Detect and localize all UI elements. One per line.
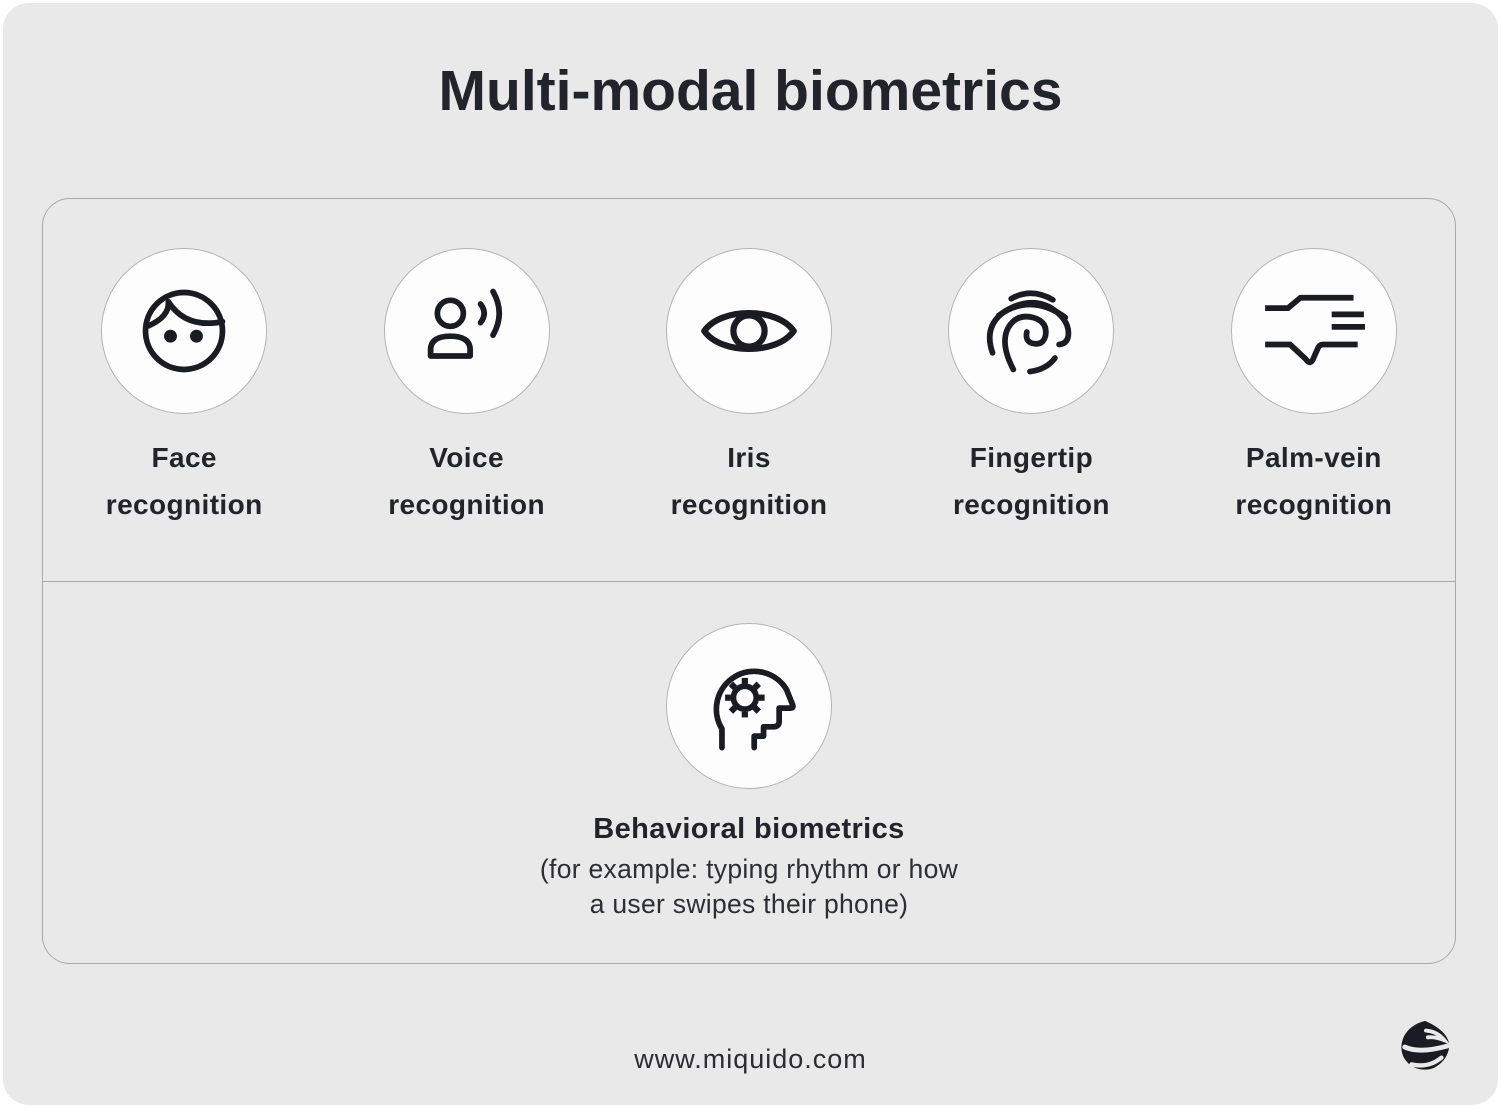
modality-label: Face recognition: [105, 442, 263, 520]
voice-icon-circle: [383, 248, 550, 414]
head-gear-icon: [713, 668, 796, 751]
modality-label: Iris recognition: [670, 442, 828, 520]
fingerprint-icon: [987, 290, 1072, 375]
infographic-background: [3, 3, 1498, 1105]
panel-divider: [43, 581, 1455, 582]
modality-label: Fingertip recognition: [953, 442, 1110, 520]
face-icon-circle: [101, 248, 268, 414]
miquido-logo: [1401, 1020, 1451, 1070]
eye-icon: [701, 310, 797, 352]
behavioral-subtitle: (for example: typing rhythm or how a use…: [539, 854, 959, 919]
head-gear-icon-circle: [666, 623, 832, 789]
behavioral-title: Behavioral biometrics: [593, 813, 905, 845]
physiological-biometrics-row: Face recognition Voice recognition: [43, 199, 1455, 581]
modality-label: Voice recognition: [388, 442, 546, 520]
website-link[interactable]: www.miquido.com: [634, 1044, 867, 1074]
eye-icon-circle: [666, 248, 833, 414]
modality-label: Palm-vein recognition: [1235, 442, 1393, 520]
modality-card-iris: Iris recognition: [608, 199, 890, 581]
modality-card-voice: Voice recognition: [325, 199, 607, 581]
modality-card-fingertip: Fingertip recognition: [890, 199, 1172, 581]
palm-hand-icon: [1264, 294, 1365, 366]
fingerprint-icon-circle: [948, 248, 1115, 414]
voice-icon: [427, 288, 502, 359]
palm-hand-icon-circle: [1230, 248, 1397, 414]
face-icon: [142, 289, 226, 373]
biometrics-panel: Face recognition Voice recognition: [42, 198, 1456, 964]
page-title: Multi-modal biometrics: [438, 59, 1063, 123]
modality-card-face: Face recognition: [43, 199, 325, 581]
modality-card-palm-vein: Palm-vein recognition: [1173, 199, 1455, 581]
behavioral-biometrics-section: Behavioral biometrics (for example: typi…: [43, 581, 1455, 965]
